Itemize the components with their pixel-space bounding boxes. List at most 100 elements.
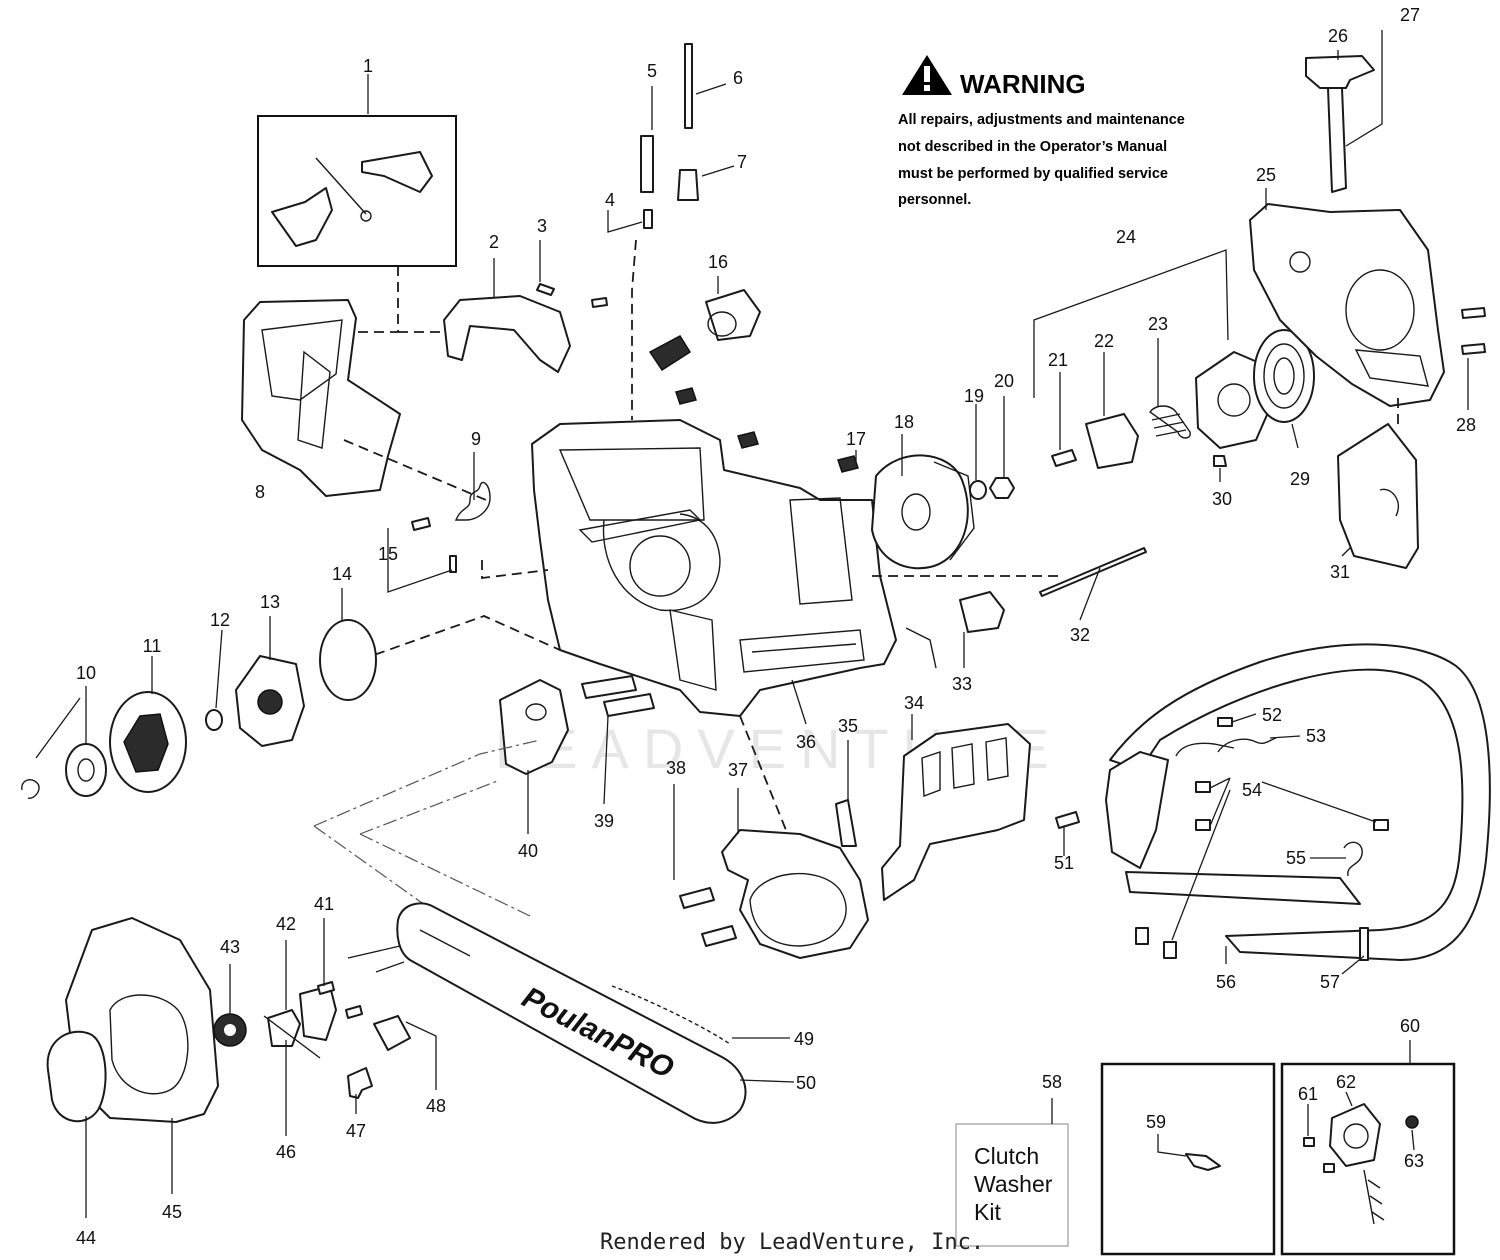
part-9-spring (454, 481, 491, 521)
callout-14: 14 (332, 564, 352, 584)
part-40-plate (499, 679, 569, 775)
callout-41: 41 (314, 894, 334, 914)
part-49-chain (611, 985, 731, 1045)
leader-54 (1171, 777, 1377, 941)
part-51-55-grip (1055, 717, 1389, 961)
leader-10b (35, 697, 81, 759)
callout-26: 26 (1328, 26, 1348, 46)
callout-48: 48 (426, 1096, 446, 1116)
part-32-rod (1039, 547, 1147, 597)
callout-22: 22 (1094, 331, 1114, 351)
parts-22-23 (1085, 405, 1191, 469)
kit-line-1: Clutch (974, 1143, 1039, 1169)
callout-54: 54 (1242, 780, 1262, 800)
leader-27 (1345, 30, 1383, 147)
guide-line-b (313, 825, 461, 931)
part-34-handguard (881, 723, 1031, 901)
part-37-brake (721, 829, 869, 959)
leader-24 (1033, 249, 1229, 398)
part-35-spring (835, 799, 857, 847)
part-16-intake (648, 289, 761, 372)
part-14-plate (319, 619, 377, 701)
callout-61: 61 (1298, 1084, 1318, 1104)
callout-29: 29 (1290, 469, 1310, 489)
callout-6: 6 (733, 68, 743, 88)
part-38-screws (679, 887, 737, 947)
callout-33: 33 (952, 674, 972, 694)
callout-24: 24 (1116, 227, 1136, 247)
callout-9: 9 (471, 429, 481, 449)
part-44-knob (46, 1030, 107, 1123)
callout-5: 5 (647, 61, 657, 81)
part-29-spring (1253, 329, 1315, 423)
dash-9 (481, 560, 549, 580)
callout-40: 40 (518, 841, 538, 861)
callout-32: 32 (1070, 625, 1090, 645)
part-47 (347, 1067, 373, 1099)
callout-leaders (85, 50, 1415, 1218)
callout-52: 52 (1262, 705, 1282, 725)
callout-19: 19 (964, 386, 984, 406)
callout-62: 62 (1336, 1072, 1356, 1092)
callout-13: 13 (260, 592, 280, 612)
part-36-crankcase (531, 419, 897, 717)
callout-42: 42 (276, 914, 296, 934)
kit-box-58: Clutch Washer Kit (955, 1123, 1069, 1247)
parts-4-7 (640, 43, 699, 229)
callout-47: 47 (346, 1121, 366, 1141)
callout-18: 18 (894, 412, 914, 432)
footer-credit: Rendered by LeadVenture, Inc. (600, 1230, 984, 1255)
guide-line-d (359, 833, 531, 917)
callout-56: 56 (1216, 972, 1236, 992)
callout-30: 30 (1212, 489, 1232, 509)
callout-55: 55 (1286, 848, 1306, 868)
callout-53: 53 (1306, 726, 1326, 746)
callout-44: 44 (76, 1228, 96, 1248)
callout-23: 23 (1148, 314, 1168, 334)
part-26-27-starter-handle (1305, 55, 1375, 193)
callout-34: 34 (904, 693, 924, 713)
callout-31: 31 (1330, 562, 1350, 582)
callout-10: 10 (76, 663, 96, 683)
kit-box-59 (1100, 1062, 1276, 1256)
kit-line-2: Washer (974, 1171, 1053, 1197)
callout-60: 60 (1400, 1016, 1420, 1036)
warning-line-2: not described in the Operator’s Manual (898, 139, 1167, 155)
callout-59: 59 (1146, 1112, 1166, 1132)
part-2-handle-cover (443, 295, 571, 373)
dash-37 (739, 715, 791, 841)
callout-12: 12 (210, 610, 230, 630)
callout-4: 4 (605, 190, 615, 210)
callout-15: 15 (378, 544, 398, 564)
part-15-screws (411, 517, 457, 573)
parts-19-21 (969, 449, 1077, 500)
part-42-46-tensioner (263, 981, 363, 1059)
part-24-pulley (1195, 351, 1271, 449)
bar-lines (347, 945, 405, 973)
callout-46: 46 (276, 1142, 296, 1162)
leader-15 (387, 528, 453, 593)
part-31-cover (1337, 423, 1419, 569)
kit-box-60 (1280, 1062, 1456, 1256)
callout-37: 37 (728, 760, 748, 780)
warning-line-1: All repairs, adjustments and maintenance (898, 112, 1185, 128)
callout-27: 27 (1400, 5, 1420, 25)
callout-28: 28 (1456, 415, 1476, 435)
callout-21: 21 (1048, 350, 1068, 370)
callout-39: 39 (594, 811, 614, 831)
part-8-rear-handle (241, 299, 401, 497)
callout-20: 20 (994, 371, 1014, 391)
callout-7: 7 (737, 152, 747, 172)
callout-43: 43 (220, 937, 240, 957)
callout-58: 58 (1042, 1072, 1062, 1092)
part-11-drum (109, 691, 187, 793)
callout-25: 25 (1256, 165, 1276, 185)
guide-line-a (313, 739, 541, 827)
part-50-bar: PoulanPRO (396, 902, 747, 1124)
dash-14 (359, 615, 561, 661)
callout-57: 57 (1320, 972, 1340, 992)
callout-1: 1 (363, 56, 373, 76)
part-30 (1213, 455, 1227, 467)
callout-36: 36 (796, 732, 816, 752)
